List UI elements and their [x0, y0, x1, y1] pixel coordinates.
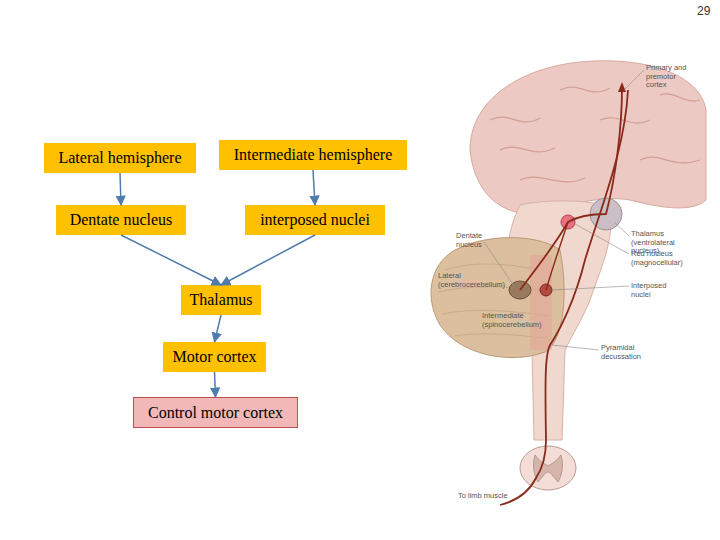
box-text: interposed nuclei: [260, 211, 370, 229]
leader-line: [614, 222, 629, 236]
cortex-gyri: [490, 87, 700, 182]
arrow-head: [618, 82, 626, 92]
anatomy-label: Dentate nucleus: [456, 232, 490, 249]
pathway: [500, 90, 628, 505]
gray-matter: [534, 455, 563, 482]
box-text: Thalamus: [189, 291, 252, 309]
pathway: [520, 88, 622, 290]
flow-box: Control motor cortex: [133, 397, 298, 428]
leader-line: [624, 70, 644, 90]
flow-arrow: [121, 235, 221, 285]
flow-box: Lateral hemisphere: [44, 143, 196, 173]
anatomy-label: Red nucleus (magnocellular): [631, 250, 693, 267]
flow-arrow: [313, 170, 315, 205]
box-text: Dentate nucleus: [70, 211, 173, 229]
pathway: [546, 222, 568, 290]
box-text: Lateral hemisphere: [58, 149, 181, 167]
leader-line: [552, 286, 629, 290]
cerebral-cortex: [470, 61, 706, 214]
anatomy-label: Lateral (cerebrocerebellum): [438, 272, 504, 289]
flow-box: Dentate nucleus: [56, 205, 186, 235]
leader-line: [575, 224, 629, 254]
box-text: Motor cortex: [173, 348, 257, 366]
box-text: Intermediate hemisphere: [234, 146, 393, 164]
flow-box: Intermediate hemisphere: [219, 140, 407, 170]
box-text: Control motor cortex: [148, 404, 283, 422]
leader-lines: [484, 70, 644, 350]
flow-arrow: [221, 235, 315, 285]
flow-box: interposed nuclei: [245, 205, 385, 235]
anatomy-label: Interposed nuclei: [631, 282, 675, 299]
flow-arrow: [215, 372, 216, 397]
flow-box: Motor cortex: [163, 342, 266, 372]
intermediate-zone: [530, 255, 552, 350]
flow-box: Thalamus: [181, 285, 261, 315]
flow-arrow: [215, 315, 222, 342]
flow-arrow: [120, 173, 121, 205]
anatomy-label: Intermediate (spinocerebellum): [482, 312, 544, 329]
anatomy-label: Pyramidal decussation: [601, 344, 651, 361]
cerebellum: [431, 238, 564, 358]
leader-line: [552, 345, 599, 350]
spinal-cord-section: [520, 446, 576, 490]
leader-line: [484, 242, 514, 286]
anatomy-label: Primary and premotor cortex: [646, 64, 696, 90]
page-number: 29: [697, 5, 717, 19]
anatomy-label: To limb muscle: [458, 492, 518, 501]
